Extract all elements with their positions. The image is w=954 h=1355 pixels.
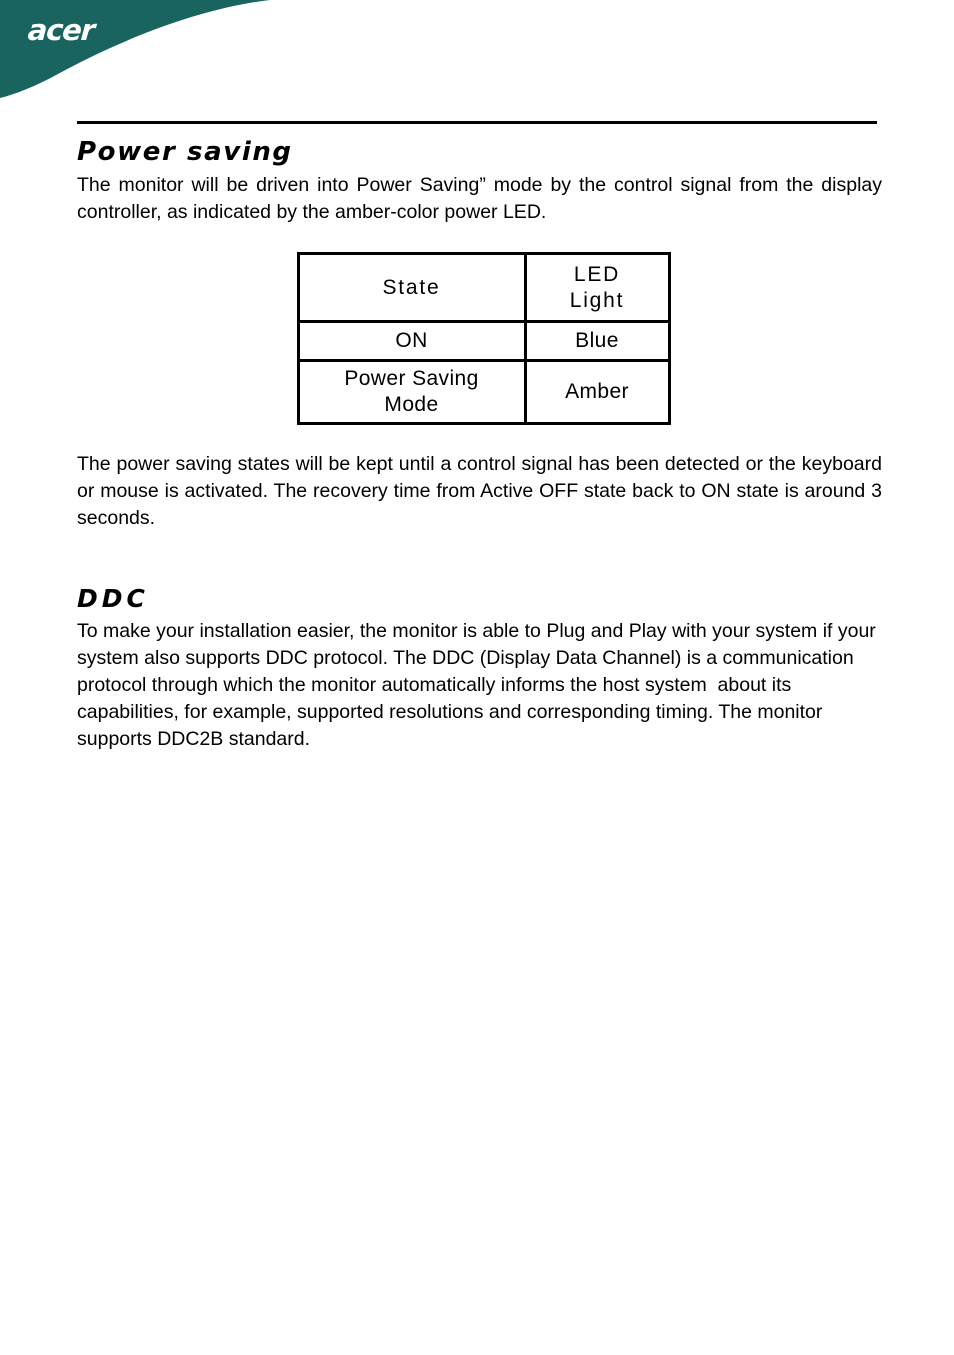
ddc-paragraph: To make your installation easier, the mo… <box>77 620 882 751</box>
cell-state-line1: Power Saving <box>344 367 479 391</box>
spacer <box>77 226 882 252</box>
header-cell-state: State <box>296 252 527 324</box>
banner-curve-shape <box>0 0 270 98</box>
section-heading-power-saving: Power saving <box>77 137 293 167</box>
led-state-table: State LED Light ON Blue Power Saving Mod… <box>296 252 671 426</box>
cell-led-amber: Amber <box>523 359 671 426</box>
header-divider-rule <box>77 121 877 124</box>
cell-led-blue: Blue <box>523 320 671 363</box>
power-saving-followup-paragraph: The power saving states will be kept unt… <box>77 453 888 530</box>
spacer <box>77 425 882 447</box>
cell-state-power-saving-mode: Power Saving Mode <box>296 359 527 426</box>
section-heading-ddc: DDC <box>77 584 149 614</box>
page-blank-area <box>0 800 954 1355</box>
led-table-container: State LED Light ON Blue Power Saving Mod… <box>77 252 882 426</box>
cell-state-line2: Mode <box>384 393 439 417</box>
spacer <box>77 532 882 584</box>
table-header-row: State LED Light <box>296 252 671 324</box>
header-cell-led-line2: Light <box>569 288 625 312</box>
acer-logo: acer <box>26 12 96 47</box>
table-row: Power Saving Mode Amber <box>296 359 671 426</box>
header-banner: acer <box>0 0 954 110</box>
cell-state-on: ON <box>296 320 527 363</box>
table-row: ON Blue <box>296 320 671 363</box>
header-cell-led-line1: LED <box>573 262 621 286</box>
power-saving-intro-paragraph: The monitor will be driven into Power Sa… <box>77 174 888 224</box>
header-cell-led-light: LED Light <box>523 252 671 324</box>
page-content: Power saving The monitor will be driven … <box>77 137 882 753</box>
